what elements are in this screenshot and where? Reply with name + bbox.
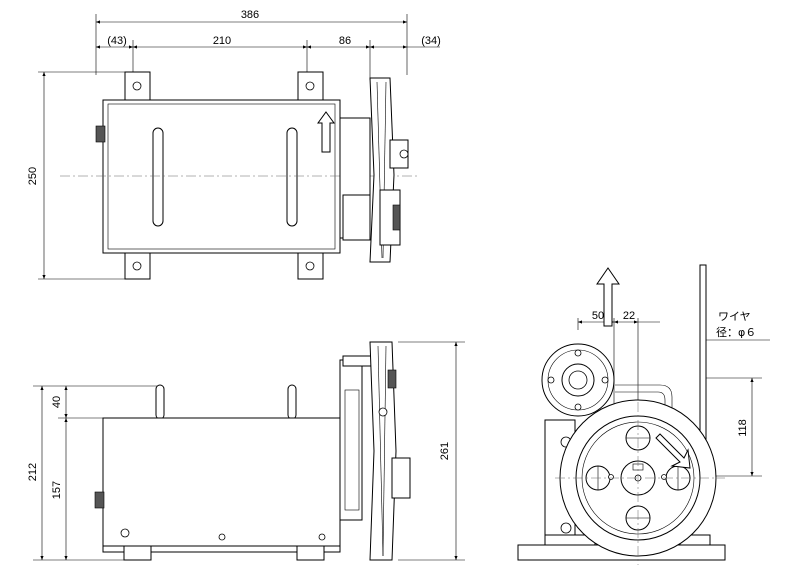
- pulley-side-view: [369, 341, 397, 561]
- dim-mid-span: 210: [213, 35, 231, 47]
- slot-post: [287, 384, 297, 420]
- dim-far-right-offset: (34): [421, 35, 441, 47]
- bolt: [218, 533, 226, 541]
- bolt: [318, 533, 326, 541]
- body-inner-frame: [107, 103, 336, 250]
- dim-total-height: 212: [27, 463, 39, 481]
- base-foot: [296, 545, 325, 561]
- shaft-hub-side: [391, 457, 411, 499]
- dim-right-span: 86: [339, 35, 351, 47]
- side-dimensions: 212 40 157 261: [27, 341, 465, 561]
- wire-diameter: 径：φ６: [716, 326, 756, 339]
- dim-left-offset: (43): [107, 35, 127, 47]
- base-foot: [123, 545, 152, 561]
- side-knob: [94, 491, 105, 509]
- rotation-arrow-icon: [655, 433, 691, 469]
- bolt: [378, 407, 388, 417]
- dim-depth: 250: [27, 167, 39, 185]
- direction-arrow-icon: [317, 111, 335, 153]
- end-view: 50 22 118 ワイヤ 径：φ６: [517, 264, 770, 565]
- dim-top-height: 40: [51, 396, 63, 408]
- dim-pulley-height: 261: [439, 442, 451, 460]
- dim-offset-a: 50: [592, 310, 604, 322]
- bolt-hole: [132, 81, 142, 91]
- top-view: 386 (43) 210 86 (34) 250: [27, 9, 441, 280]
- side-view: 212 40 157 261: [27, 341, 465, 561]
- end-dimensions: 50 22 118 ワイヤ 径：φ６: [577, 310, 770, 480]
- gearbox-plate: [342, 355, 372, 367]
- bolt-hole: [305, 81, 315, 91]
- side-knob: [95, 125, 106, 143]
- shaft-end: [399, 149, 409, 159]
- dim-overall-width: 386: [241, 9, 259, 21]
- dim-offset-b: 22: [623, 310, 635, 322]
- winch-body: [102, 99, 341, 254]
- dim-body-height: 157: [51, 481, 63, 499]
- bolt-hole: [132, 261, 142, 271]
- winch-body-side: [102, 417, 341, 547]
- bolt-hole: [305, 261, 315, 271]
- base-plate: [102, 545, 341, 553]
- slot: [152, 127, 164, 227]
- slot-post: [155, 384, 165, 420]
- wire-label: ワイヤ: [718, 310, 751, 323]
- pulley-bolt: [387, 369, 397, 389]
- bolt: [560, 522, 572, 534]
- pulley-bolt: [392, 204, 401, 231]
- bolt: [120, 528, 130, 538]
- motor-block: [342, 194, 371, 241]
- slot: [286, 127, 298, 227]
- lift-arrow-icon: [596, 267, 620, 327]
- top-dimensions: 386 (43) 210 86 (34) 250: [27, 9, 441, 280]
- dim-vertical-118: 118: [737, 419, 749, 437]
